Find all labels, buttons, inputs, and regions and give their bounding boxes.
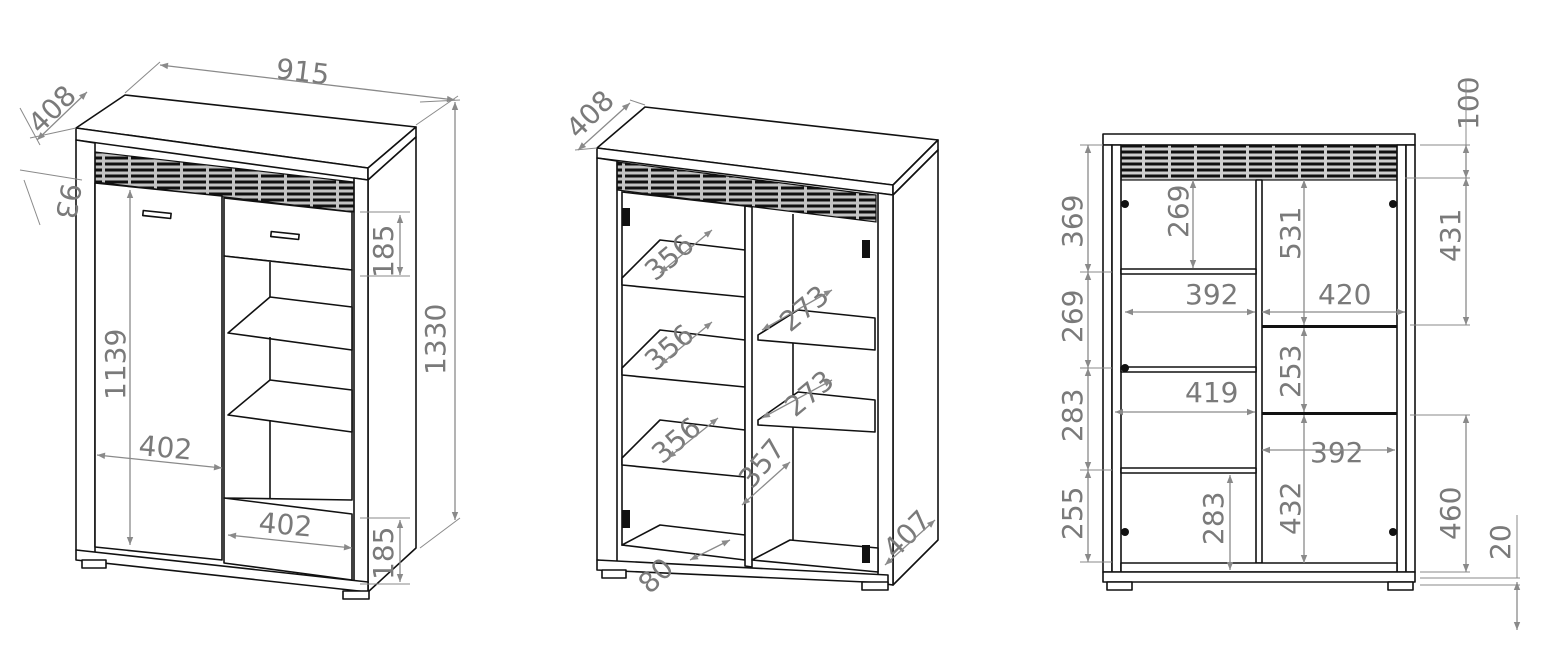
- left-section-height-label: 283: [1056, 389, 1089, 442]
- hinge-icon: [862, 545, 870, 563]
- center-divider: [744, 205, 753, 568]
- dimension-arrow: [761, 289, 833, 331]
- hinge-icon: [1121, 528, 1129, 536]
- top-panel: [1102, 133, 1416, 146]
- dimension-arrow: [884, 519, 936, 566]
- extension-line: [574, 147, 598, 151]
- width-label: 915: [274, 52, 331, 91]
- open-shelves: [223, 255, 353, 501]
- right-width-label: 392: [1310, 436, 1363, 469]
- left-section-height-label: 269: [1056, 290, 1089, 343]
- door-hinges: [1121, 200, 1397, 536]
- cabinet-open-view: [596, 106, 939, 591]
- door-height-label: 1139: [99, 329, 132, 400]
- upper-height-label: 431: [1434, 209, 1467, 262]
- right-width-label: 420: [1318, 278, 1371, 311]
- ventilation-grille: [94, 151, 355, 213]
- door-handle: [141, 209, 172, 220]
- depth-label: 408: [22, 79, 83, 140]
- extension-line: [419, 99, 461, 103]
- door-hinges: [622, 208, 870, 563]
- dimension-arrow: [741, 461, 791, 506]
- hinge-icon: [1389, 200, 1397, 208]
- left-upright: [1111, 144, 1122, 573]
- center-divider: [1255, 179, 1263, 564]
- extension-line: [29, 127, 77, 139]
- foot: [1387, 581, 1414, 591]
- dimension-arrow: [667, 417, 719, 459]
- ventilation-grille: [1120, 144, 1398, 181]
- bottom-drawer-height-label: 185: [367, 527, 400, 580]
- shelf: [1120, 467, 1257, 474]
- dimension-arrow: [659, 321, 713, 366]
- lower-height-label: 460: [1434, 487, 1467, 540]
- extension-line: [23, 179, 41, 226]
- foot: [342, 590, 370, 600]
- right-section-height-label: 253: [1274, 345, 1307, 398]
- right-section-height-label: 432: [1274, 482, 1307, 535]
- foot: [1106, 581, 1133, 591]
- extension-line: [19, 107, 41, 146]
- foot: [861, 581, 889, 591]
- right-section-height-label: 531: [1274, 207, 1307, 260]
- hinge-icon: [862, 240, 870, 258]
- total-height-label: 1330: [419, 304, 452, 375]
- hinge-icon: [1389, 528, 1397, 536]
- glass-shelf: [1262, 412, 1397, 415]
- cabinet-front-view: [1102, 133, 1416, 591]
- right-side-panel: [367, 136, 417, 593]
- door-width-label: 402: [137, 429, 193, 467]
- extension-line: [124, 61, 161, 94]
- plinth-depth-label: 80: [632, 551, 681, 600]
- left-upright: [596, 157, 618, 563]
- dimension-lines: [19, 61, 1521, 630]
- foot: [601, 569, 627, 579]
- shelf: [1120, 268, 1257, 275]
- shelf-width-label: 419: [1185, 376, 1238, 409]
- inner-height-label: 269: [1162, 185, 1195, 238]
- top-height-label: 93: [49, 181, 88, 222]
- ventilation-grille: [616, 161, 877, 223]
- left-side: [1102, 144, 1113, 573]
- dimension-arrow: [159, 62, 456, 103]
- glass-shelf: [1262, 325, 1397, 328]
- dimension-arrow: [577, 102, 631, 151]
- foot: [81, 559, 107, 569]
- hinge-icon: [1121, 200, 1129, 208]
- hinge-icon: [622, 510, 630, 528]
- extension-line: [629, 99, 646, 106]
- dimension-arrow: [689, 539, 731, 561]
- dimension-arrow: [761, 379, 833, 419]
- hinge-icon: [622, 208, 630, 226]
- shelf: [1120, 366, 1257, 373]
- inner-height-label: 283: [1197, 492, 1230, 545]
- dimension-arrow: [227, 532, 353, 551]
- dimension-arrow: [659, 229, 713, 274]
- plinth: [1102, 571, 1416, 583]
- extension-line: [19, 169, 83, 181]
- right-upright: [1396, 144, 1407, 573]
- drawer-handle: [269, 230, 300, 241]
- right-upright: [353, 177, 369, 593]
- bottom-panel: [1120, 562, 1398, 573]
- extension-line: [419, 517, 461, 549]
- drawer-height-label: 185: [367, 225, 400, 278]
- right-upright: [877, 192, 894, 586]
- shelf-width-label: 392: [1185, 278, 1238, 311]
- dimension-arrow: [96, 452, 223, 471]
- top-offset-label: 100: [1452, 77, 1485, 130]
- left-section-height-label: 369: [1056, 195, 1089, 248]
- cabinet-closed-view: [75, 94, 417, 600]
- right-side: [1405, 144, 1416, 573]
- drawer-width-label: 402: [257, 506, 313, 544]
- dimension-arrow: [36, 91, 88, 141]
- foot-height-label: 20: [1484, 524, 1517, 560]
- hinge-icon: [1121, 364, 1129, 372]
- left-section-height-label: 255: [1056, 487, 1089, 540]
